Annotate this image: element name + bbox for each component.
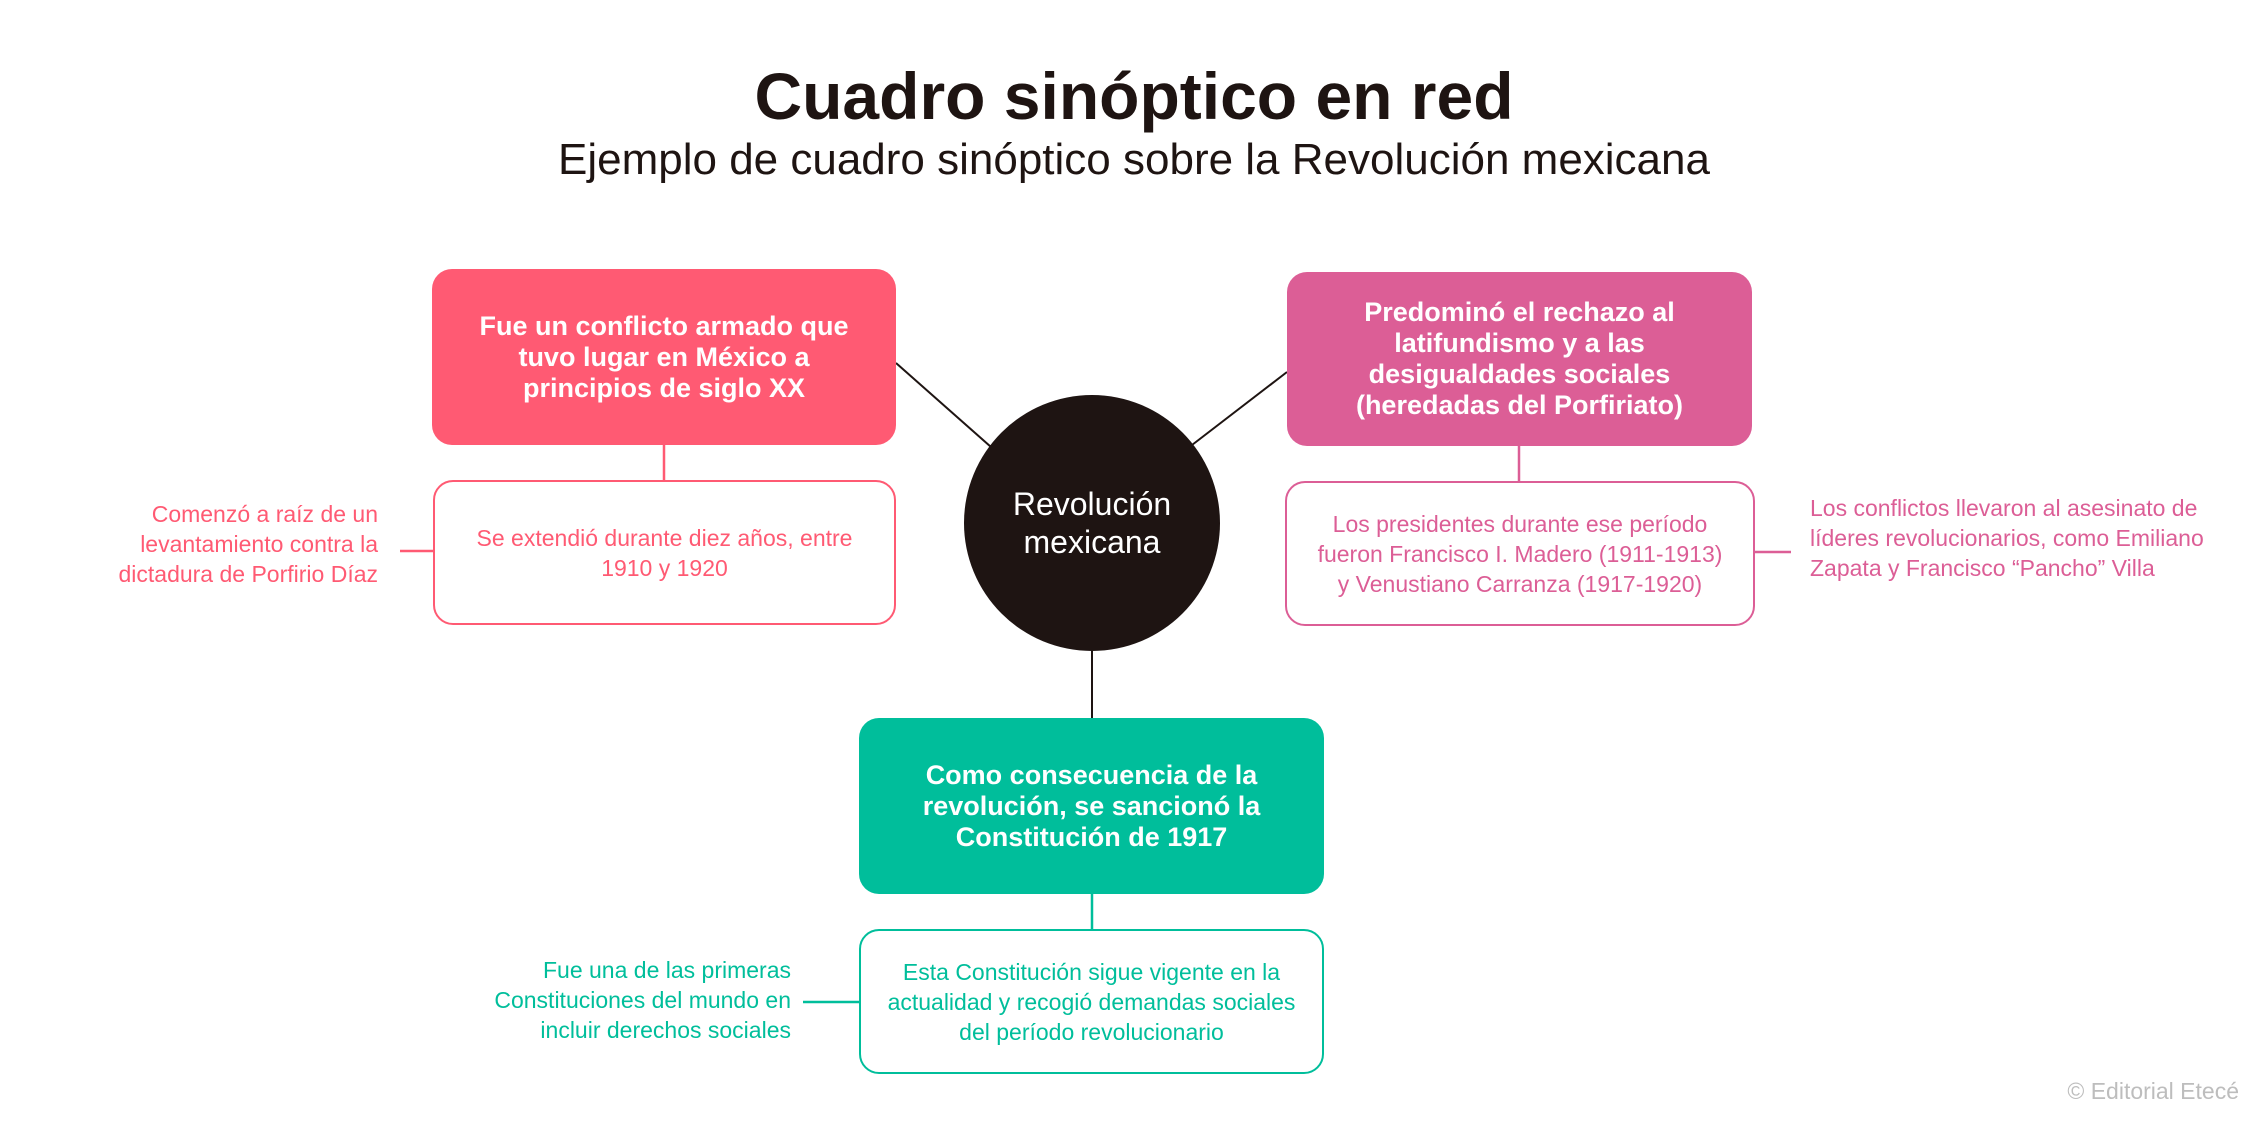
magenta-detail-text: Los presidentes durante ese período fuer… — [1317, 510, 1723, 597]
teal-main-box: Como consecuencia de la revolución, se s… — [859, 718, 1324, 894]
page-subtitle: Ejemplo de cuadro sinóptico sobre la Rev… — [558, 135, 1710, 184]
teal-detail-box: Esta Constitución sigue vigente en la ac… — [859, 929, 1324, 1074]
magenta-main-text: Predominó el rechazo al latifundismo y a… — [1355, 297, 1684, 420]
magenta-main-box: Predominó el rechazo al latifundismo y a… — [1287, 272, 1752, 446]
pink-note: Comenzó a raíz de un levantamiento contr… — [118, 501, 378, 587]
magenta-note: Los conflictos llevaron al asesinato de … — [1810, 495, 2204, 581]
central-node: Revolución mexicana — [964, 395, 1220, 651]
pink-detail-text: Se extendió durante diez años, entre 191… — [476, 524, 853, 581]
pink-detail-box: Se extendió durante diez años, entre 191… — [433, 480, 896, 625]
teal-note: Fue una de las primeras Constituciones d… — [494, 957, 791, 1043]
connector-center-pink — [895, 362, 992, 448]
connector-center-magenta — [1191, 371, 1288, 446]
central-node-label: Revolución mexicana — [1012, 486, 1172, 560]
teal-detail-text: Esta Constitución sigue vigente en la ac… — [887, 958, 1296, 1045]
page-title: Cuadro sinóptico en red — [754, 59, 1514, 133]
copyright: © Editorial Etecé — [2067, 1078, 2239, 1104]
pink-main-text: Fue un conflicto armado que tuvo lugar e… — [479, 310, 849, 403]
magenta-detail-box: Los presidentes durante ese período fuer… — [1285, 481, 1755, 626]
teal-main-text: Como consecuencia de la revolución, se s… — [922, 759, 1261, 852]
pink-main-box: Fue un conflicto armado que tuvo lugar e… — [432, 269, 896, 445]
